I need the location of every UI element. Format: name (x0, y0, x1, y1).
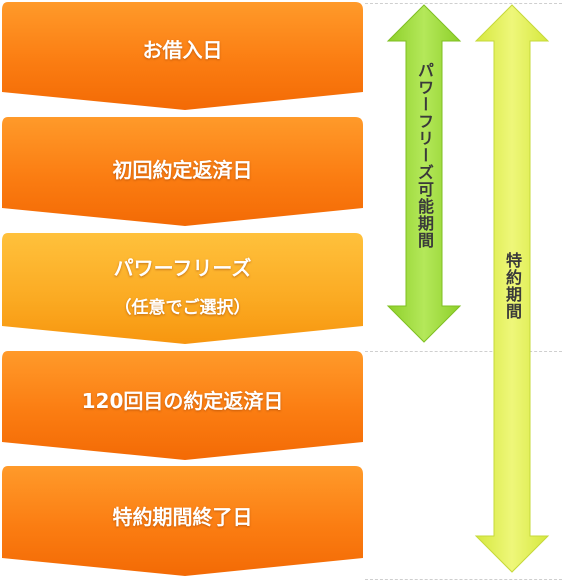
powerfreeze-period-label: パワーフリーズ可能期間 (415, 62, 434, 249)
step-label-powerfreeze: パワーフリーズ (113, 256, 252, 280)
step-chevron-5 (2, 466, 363, 576)
guide-line-bottom (365, 579, 562, 580)
step-chevron-4 (2, 351, 363, 460)
powerfreeze-period-arrow (386, 4, 462, 343)
step-chevron-3 (2, 233, 363, 344)
step-label-first-repayment-date: 初回約定返済日 (112, 158, 253, 182)
step-label-borrowing-date: お借入日 (142, 38, 223, 62)
guide-line-middle (365, 351, 562, 352)
special-period-arrow (474, 4, 550, 573)
step-chevron-2 (2, 117, 363, 226)
step-label-120th-repayment-date: 120回目の約定返済日 (81, 389, 284, 413)
step-chevron-1 (2, 2, 363, 110)
step-label-special-period-end-date: 特約期間終了日 (112, 505, 253, 529)
step-label-powerfreeze-note: （任意でご選択） (114, 298, 251, 318)
guide-line-top (365, 3, 562, 4)
special-period-label: 特約期間 (503, 252, 522, 320)
